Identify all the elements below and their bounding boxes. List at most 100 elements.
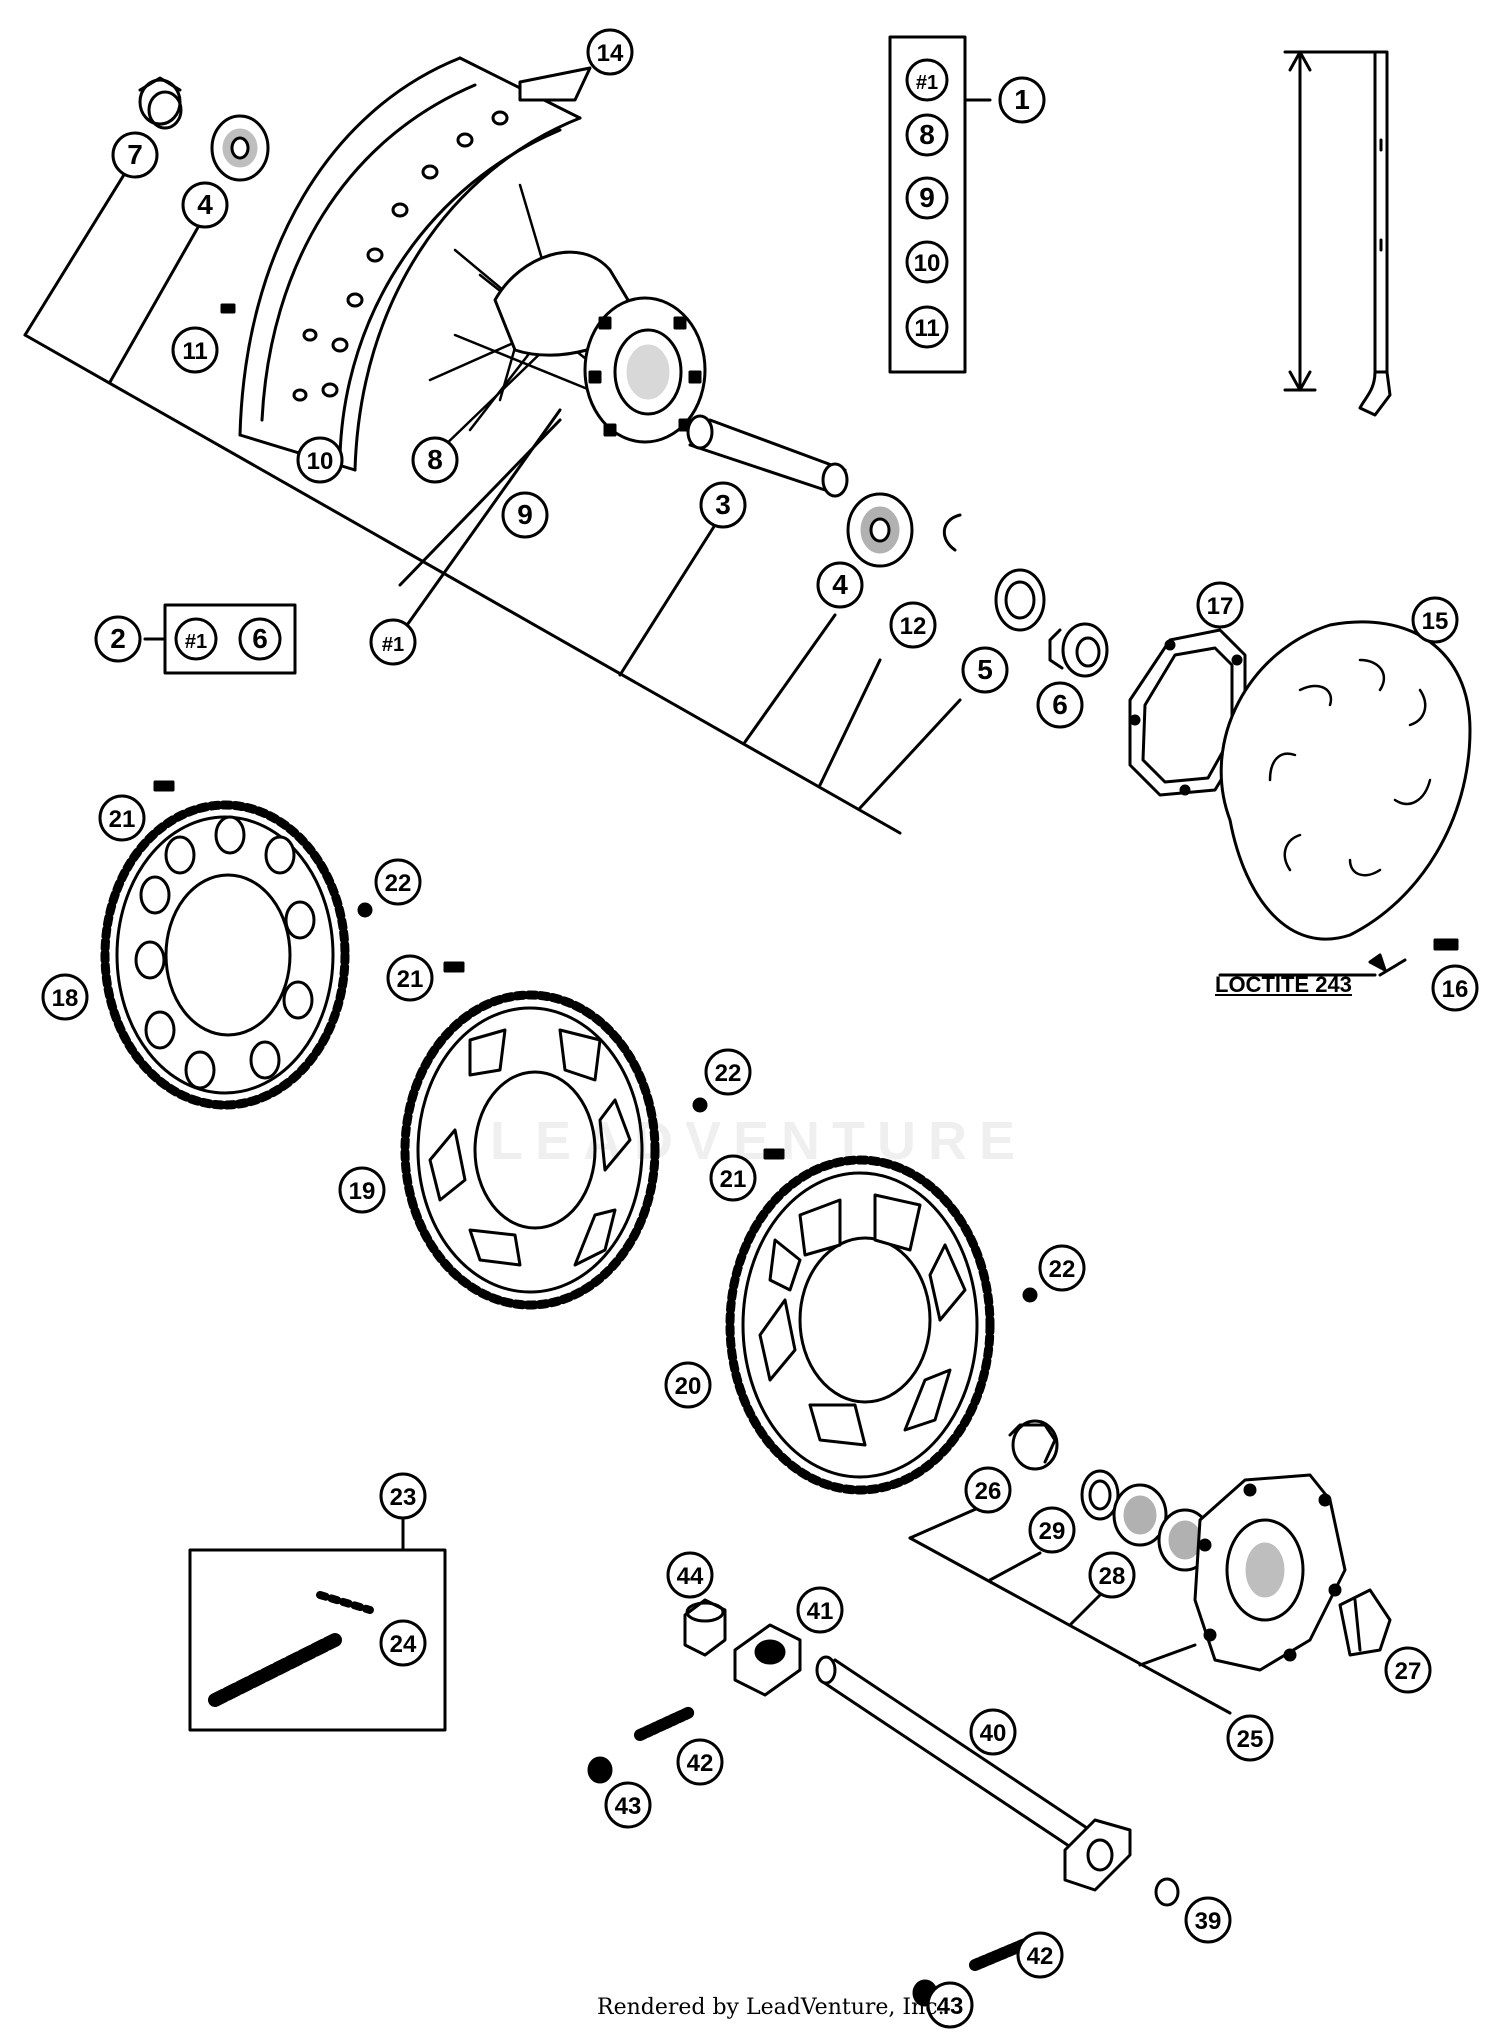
callout-8a: 8 xyxy=(411,436,459,484)
callout-44: 44 xyxy=(666,1551,714,1599)
callout-h1b: #1 xyxy=(174,617,218,661)
callout-circle xyxy=(664,1361,712,1409)
callout-circle xyxy=(369,618,417,666)
callout-label: 22 xyxy=(715,1060,742,1087)
callout-circle xyxy=(386,954,434,1002)
callout-label: 12 xyxy=(900,613,927,640)
callout-21b: 21 xyxy=(386,954,434,1002)
callout-circle xyxy=(1384,1646,1432,1694)
bolt-part-16 xyxy=(1368,938,1459,972)
callout-label: 19 xyxy=(349,1178,376,1205)
callout-label: 39 xyxy=(1195,1908,1222,1935)
callout-circle xyxy=(1226,1714,1274,1762)
callout-circle xyxy=(676,1738,724,1786)
callout-15: 15 xyxy=(1411,596,1459,644)
nipple-part-11 xyxy=(220,303,236,314)
callout-circle xyxy=(41,973,89,1021)
callout-8b: 8 xyxy=(905,113,949,157)
footer-credit: Rendered by LeadVenture, Inc. xyxy=(597,1995,945,2020)
spoke-detail xyxy=(1283,50,1392,417)
wheel-assembly-leader-lines xyxy=(23,163,962,835)
spacer-part-6 xyxy=(1048,622,1109,678)
callout-40: 40 xyxy=(969,1708,1017,1756)
callout-label: 6 xyxy=(252,623,268,654)
callout-label: 29 xyxy=(1039,1518,1066,1545)
bolt-part-21 xyxy=(153,780,785,1160)
callout-25: 25 xyxy=(1226,1714,1274,1762)
callout-circle xyxy=(699,481,747,529)
callout-11b: 11 xyxy=(905,305,949,349)
callout-21c: 21 xyxy=(709,1154,757,1202)
callout-label: 4 xyxy=(832,569,848,600)
callout-circle xyxy=(998,76,1046,124)
callout-19: 19 xyxy=(338,1166,386,1214)
callout-circle xyxy=(1431,964,1479,1012)
callout-circle xyxy=(1028,1506,1076,1554)
callout-label: 17 xyxy=(1207,593,1234,620)
seal-part-5 xyxy=(994,568,1046,632)
spacer-tube-part-3 xyxy=(686,414,849,498)
callout-label: 43 xyxy=(615,1793,642,1820)
callout-label: 14 xyxy=(597,40,624,67)
callout-circle xyxy=(889,601,937,649)
callout-label: 7 xyxy=(127,139,143,170)
callout-28: 28 xyxy=(1088,1551,1136,1599)
callout-label: 18 xyxy=(52,985,79,1012)
callout-circle xyxy=(338,1166,386,1214)
bearing-part-4-mid xyxy=(846,492,914,568)
callout-circle xyxy=(905,240,949,284)
callout-42a: 42 xyxy=(676,1738,724,1786)
spacer-part-26 xyxy=(1008,1419,1059,1471)
callout-label: 10 xyxy=(307,448,334,475)
callout-circle xyxy=(969,1708,1017,1756)
callout-label: 22 xyxy=(1049,1256,1076,1283)
callout-label: 22 xyxy=(385,870,412,897)
callout-label: 28 xyxy=(1099,1563,1126,1590)
callout-circle xyxy=(1184,1896,1232,1944)
loctite-leader xyxy=(1378,958,1407,977)
sprocket-part-18 xyxy=(100,800,350,1110)
callout-circle xyxy=(905,305,949,349)
sprocket-part-19 xyxy=(400,990,660,1310)
callout-label: 25 xyxy=(1237,1726,1264,1753)
callout-label: 6 xyxy=(1052,689,1068,720)
callout-label: 15 xyxy=(1422,608,1449,635)
callout-label: #1 xyxy=(185,631,207,653)
callout-label: 27 xyxy=(1395,1658,1422,1685)
callout-23: 23 xyxy=(379,1472,427,1520)
callout-14: 14 xyxy=(586,28,634,76)
callout-29: 29 xyxy=(1028,1506,1076,1554)
callout-circle xyxy=(411,436,459,484)
callout-label: 4 xyxy=(197,189,213,220)
callout-circle xyxy=(704,1048,752,1096)
callout-label: 2 xyxy=(110,623,126,654)
sprocket-part-20 xyxy=(725,1155,995,1495)
callout-circle xyxy=(816,561,864,609)
callout-4b: 4 xyxy=(816,561,864,609)
callout-label: 23 xyxy=(390,1484,417,1511)
axle-part-40 xyxy=(815,1655,1132,1892)
callout-circle xyxy=(926,1981,974,2029)
callout-circle xyxy=(379,1472,427,1520)
watermark-text: LEADVENTURE xyxy=(490,1111,1028,1171)
callout-label: 11 xyxy=(914,315,939,342)
nut-part-44 xyxy=(683,1598,727,1657)
callout-20: 20 xyxy=(664,1361,712,1409)
callout-label: 1 xyxy=(1014,84,1030,115)
callout-22a: 22 xyxy=(374,858,422,906)
bearing-part-4-top xyxy=(210,114,270,182)
callout-10a: 10 xyxy=(296,436,344,484)
callout-label: 20 xyxy=(675,1373,702,1400)
callout-42b: 42 xyxy=(1016,1931,1064,1979)
callout-39: 39 xyxy=(1184,1896,1232,1944)
callout-label: 3 xyxy=(715,489,731,520)
chain-kit-box xyxy=(188,1516,447,1732)
hub-carrier-leader-lines xyxy=(908,1503,1232,1715)
callout-17: 17 xyxy=(1196,581,1244,629)
callout-circle xyxy=(98,794,146,842)
callout-label: 9 xyxy=(919,182,935,213)
rim-part xyxy=(238,56,582,472)
callout-24: 24 xyxy=(379,1619,427,1667)
callout-circle xyxy=(94,615,142,663)
